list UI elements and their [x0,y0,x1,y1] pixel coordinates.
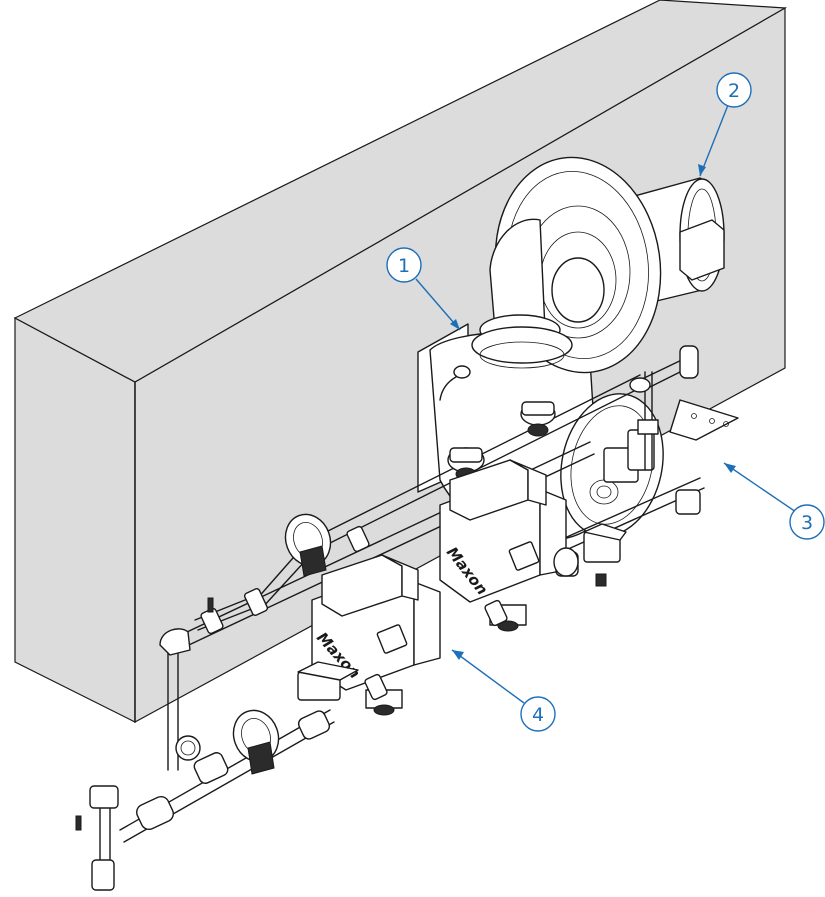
callout-2-circle [716,72,752,108]
callout-2-label: 2 [728,80,740,102]
callout-4-circle [520,696,556,732]
callout-3-circle [789,504,825,540]
shutoff-valve-right: Maxon [439,459,567,632]
combustion-air-blower [471,156,725,374]
callout-1: 1 [386,247,461,331]
shutoff-valve-left: Maxon [297,554,441,716]
callout-4: 4 [451,649,556,732]
callout-3-label: 3 [801,512,813,534]
callout-4-label: 4 [532,704,544,726]
callout-1-circle [386,247,422,283]
pipe-fittings [75,523,627,891]
callout-2: 2 [698,72,752,177]
callout-3: 3 [723,462,825,540]
gas-regulators [232,513,332,775]
callout-1-label: 1 [398,255,410,277]
